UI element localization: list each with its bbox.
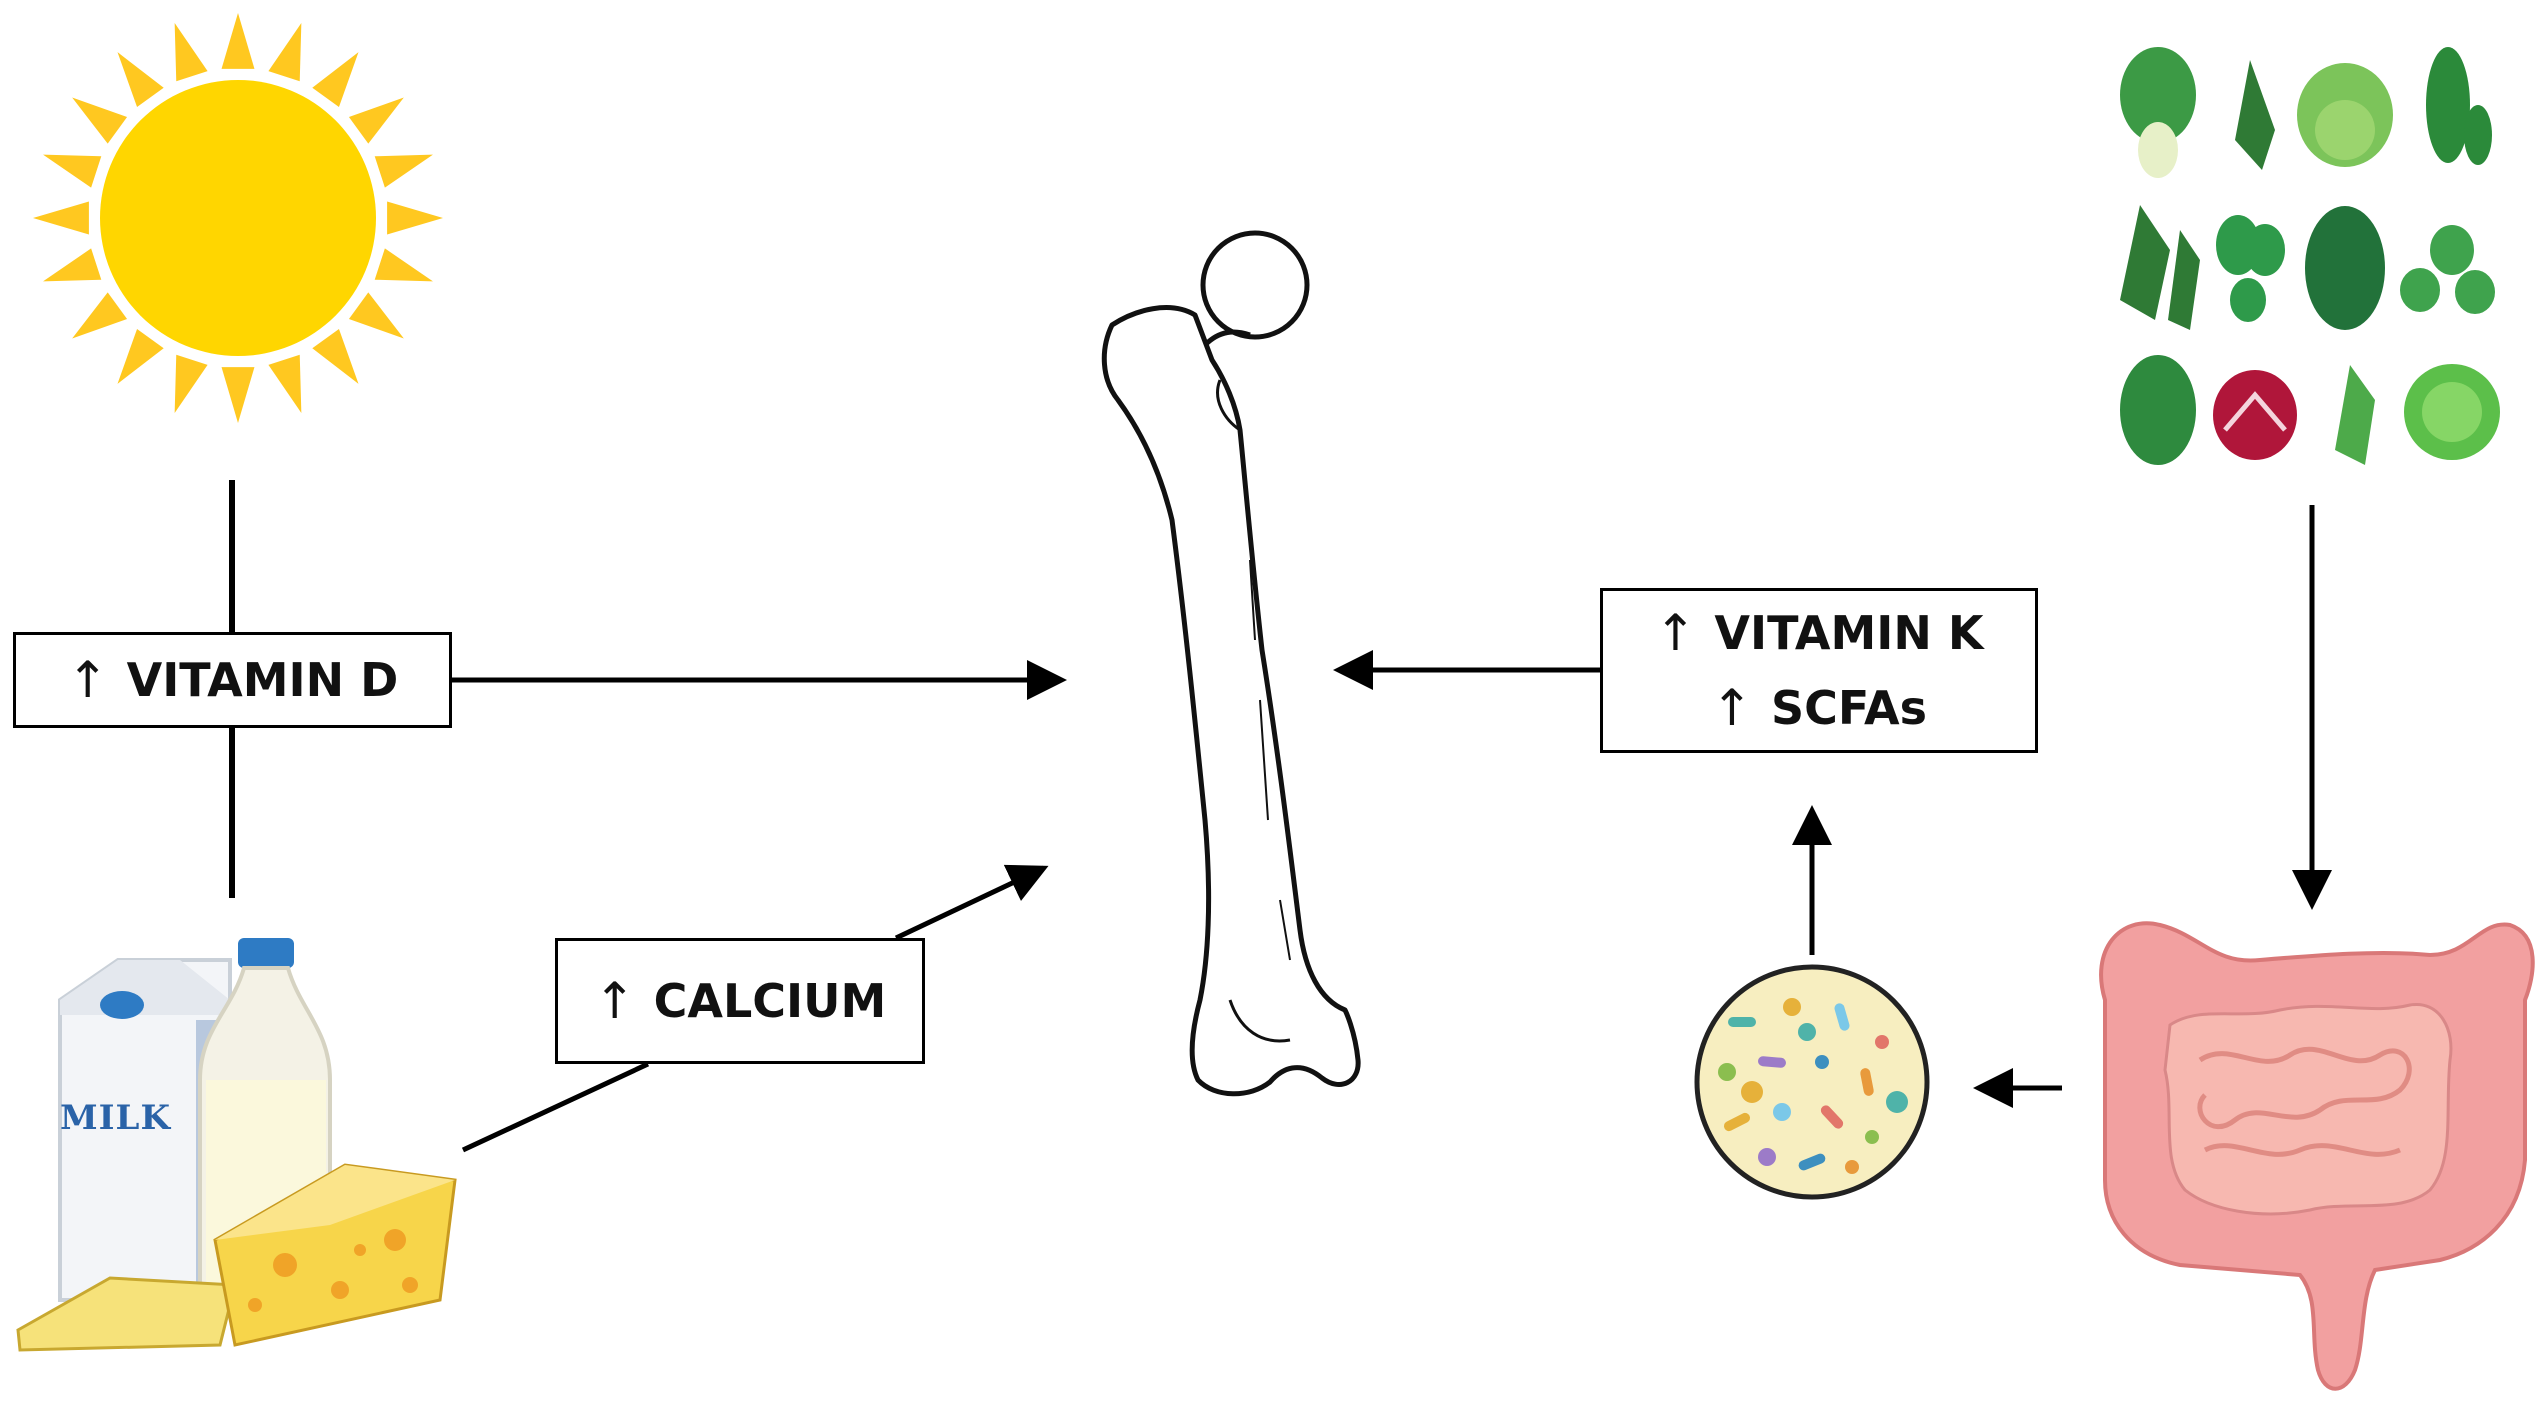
microbe	[1758, 1056, 1786, 1068]
sun-ray	[117, 52, 164, 108]
scfas-line: ↑ SCFAs	[1711, 671, 1927, 746]
vitamin-k-scfas-box: ↑ VITAMIN K ↑ SCFAs	[1600, 588, 2038, 753]
sun-ray	[174, 354, 208, 413]
dairy-icon	[16, 938, 457, 1352]
microbe	[1845, 1160, 1859, 1174]
up-arrow-icon: ↑	[1654, 603, 1697, 662]
sun-rays	[33, 13, 443, 423]
sun-ray	[374, 248, 433, 282]
leafy-greens-icon	[2120, 47, 2500, 465]
vitamin-k-line: ↑ VITAMIN K	[1654, 596, 1983, 671]
vitamin-d-label: VITAMIN D	[126, 652, 399, 707]
microbe	[1798, 1153, 1826, 1171]
sun-ray	[374, 154, 433, 188]
up-arrow-icon: ↑	[1711, 678, 1753, 737]
microbiota-icon	[1694, 964, 1930, 1200]
sun-ray	[221, 13, 255, 69]
greens-row-2	[2120, 205, 2495, 330]
microbe	[1741, 1081, 1763, 1103]
sun-ray	[348, 292, 404, 339]
sun-ray	[174, 23, 208, 82]
microbe	[1834, 1003, 1850, 1031]
cheese	[16, 1163, 457, 1352]
microbe	[1758, 1148, 1776, 1166]
calcium-to-bone-arrow	[894, 864, 1049, 941]
sun-ray	[72, 97, 128, 144]
microbe	[1865, 1130, 1879, 1144]
vitamin-k-label: VITAMIN K	[1714, 605, 1984, 660]
calcium-label: CALCIUM	[653, 973, 887, 1028]
calcium-line: ↑ CALCIUM	[594, 964, 887, 1039]
scfas-label: SCFAs	[1770, 680, 1927, 735]
sun-ray	[43, 154, 102, 188]
sun-ray	[348, 97, 404, 144]
sun-ray	[117, 328, 164, 384]
up-arrow-icon: ↑	[593, 971, 636, 1030]
sun-ray	[312, 328, 359, 384]
microbe	[1783, 998, 1801, 1016]
microbes	[1718, 998, 1908, 1174]
sun-ray	[33, 201, 89, 235]
calcium-box: ↑ CALCIUM	[555, 938, 925, 1064]
microbe	[1773, 1103, 1791, 1121]
sun-ray	[72, 292, 128, 339]
microbe	[1723, 1112, 1751, 1132]
greens-row-1	[2120, 47, 2492, 178]
sun-ray	[312, 52, 359, 108]
microbe	[1815, 1055, 1829, 1069]
microbe	[1860, 1068, 1874, 1096]
microbe	[1718, 1063, 1736, 1081]
microbe	[1798, 1023, 1816, 1041]
sun-ray	[268, 354, 302, 413]
sun-ray	[268, 23, 302, 82]
microbe	[1728, 1017, 1756, 1027]
microbe	[1886, 1091, 1908, 1113]
sun-ray	[387, 201, 443, 235]
vitamin-d-box: ↑ VITAMIN D	[13, 632, 452, 728]
bone-icon	[1101, 230, 1361, 1097]
vitamin-d-line: ↑ VITAMIN D	[67, 643, 399, 718]
milk-carton-label: MILK	[60, 1098, 171, 1138]
microbe	[1875, 1035, 1889, 1049]
greens-row-3	[2120, 355, 2500, 465]
sun-disc	[100, 80, 376, 356]
up-arrow-icon: ↑	[66, 650, 109, 709]
microbe	[1820, 1105, 1844, 1129]
sun-icon	[33, 13, 443, 423]
intestine-icon	[2099, 921, 2535, 1391]
dairy-to-calcium-line	[461, 1061, 650, 1153]
sun-ray	[43, 248, 102, 282]
sun-ray	[221, 367, 255, 423]
